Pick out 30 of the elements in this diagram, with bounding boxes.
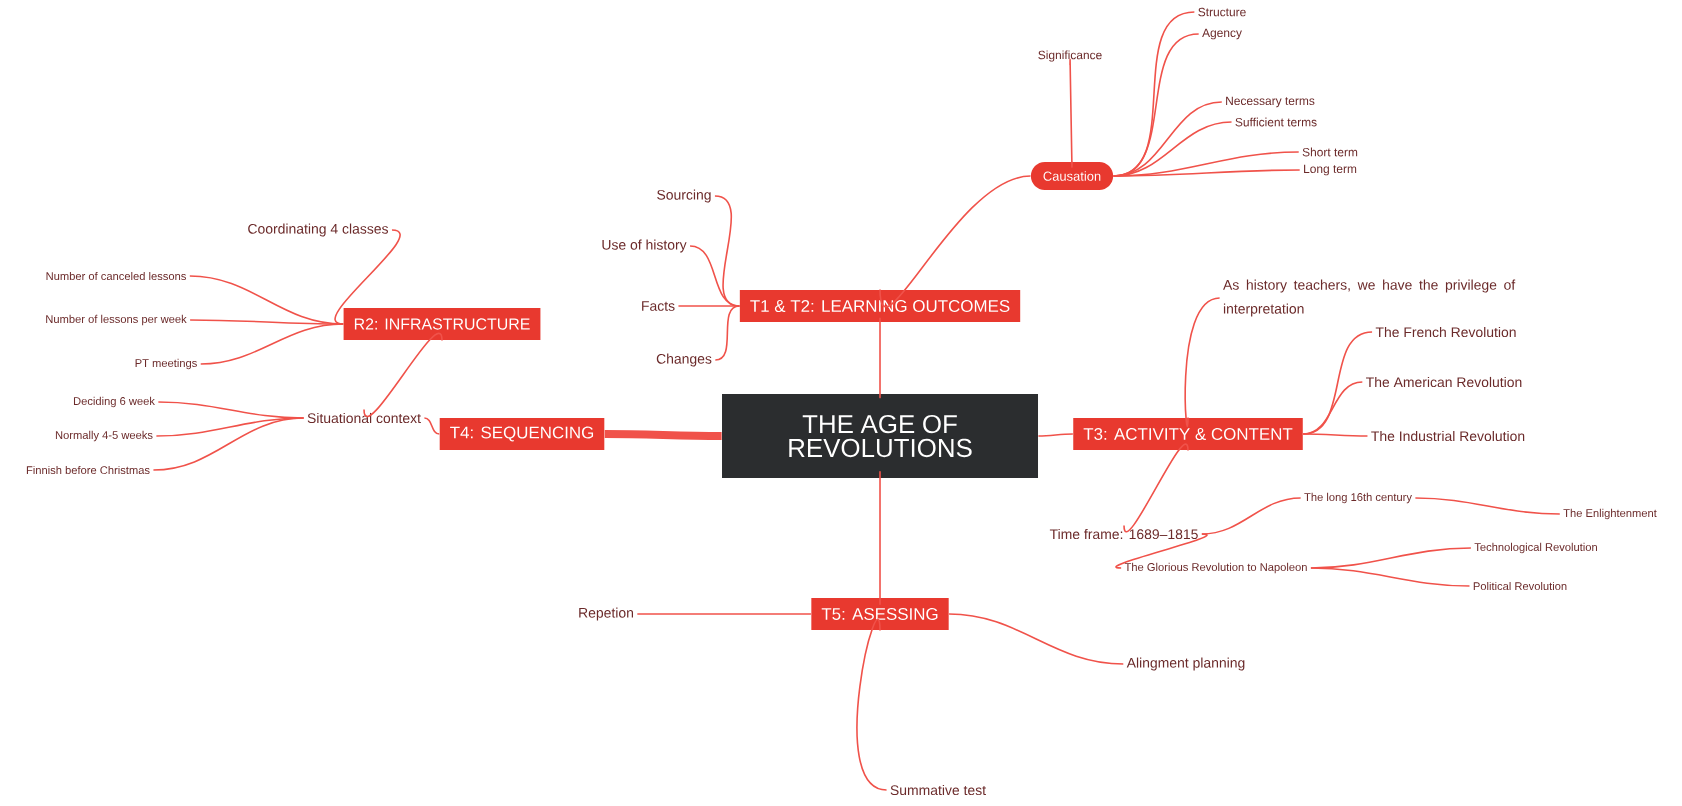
connector-line [879, 317, 881, 399]
connector-line [636, 613, 812, 615]
connector-line [334, 229, 401, 325]
connector-line [152, 417, 305, 471]
connector-line [1112, 169, 1301, 177]
connector-line [1302, 433, 1369, 437]
connector-line [714, 305, 741, 361]
connector-line [1069, 58, 1073, 168]
connector-line [1184, 297, 1221, 427]
topic-box: T5: ASESSING [811, 598, 949, 630]
connector-line [879, 471, 881, 605]
connector-line [1414, 497, 1561, 515]
connector-line [604, 430, 722, 440]
connector-line [1123, 443, 1189, 533]
connector-line [1201, 497, 1302, 535]
connector-line [879, 175, 1032, 308]
connector-line [1037, 433, 1074, 437]
topic-box: T3: ACTIVITY & CONTENT [1073, 418, 1303, 450]
center-box: THE AGE OF REVOLUTIONS [722, 394, 1038, 478]
connector-line [689, 245, 741, 307]
connector-line [677, 305, 741, 307]
connector-line [423, 417, 441, 435]
connector-line [199, 323, 344, 365]
connector-line [948, 613, 1125, 665]
topic-box: T4: SEQUENCING [439, 418, 605, 450]
connector-line [363, 333, 443, 417]
connector-line [856, 619, 888, 791]
topic-box: T1 & T2: LEARNING OUTCOMES [739, 290, 1021, 322]
connector-line [1115, 533, 1208, 569]
connector-line [1310, 567, 1471, 587]
